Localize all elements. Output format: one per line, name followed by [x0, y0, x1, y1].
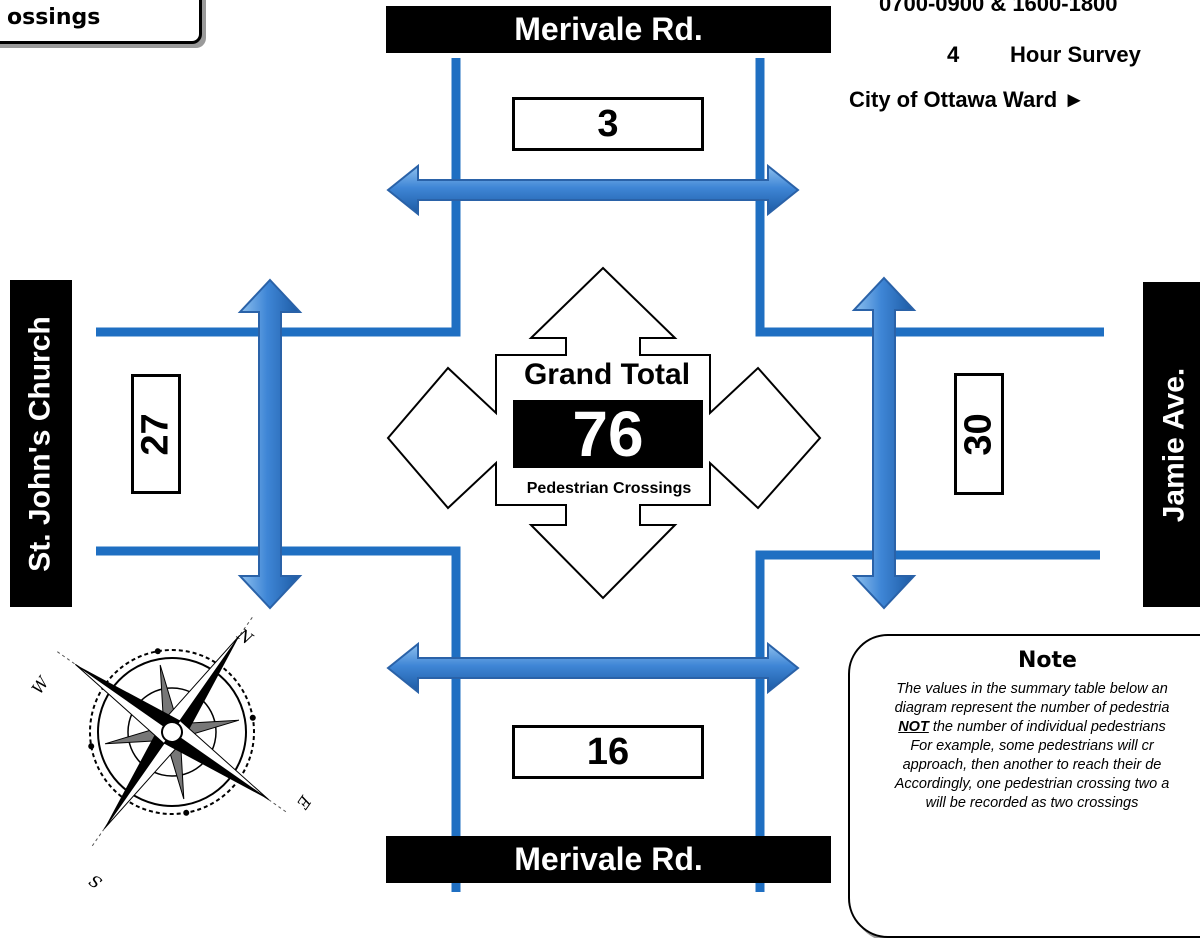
street-north-label: Merivale Rd.: [514, 11, 703, 47]
count-south: 16: [512, 725, 704, 779]
count-west-value: 27: [134, 412, 177, 456]
note-line-3-rest: the number of individual pedestrians: [928, 719, 1166, 735]
count-north-value: 3: [597, 102, 619, 145]
street-west: St. John's Church: [10, 280, 72, 607]
grand-total-value: 76: [572, 398, 644, 470]
street-east: Jamie Ave.: [1143, 282, 1200, 607]
count-west: 27: [131, 374, 181, 494]
street-south: Merivale Rd.: [386, 836, 831, 883]
ward-label: City of Ottawa Ward ►: [849, 87, 1086, 112]
count-east-value: 30: [957, 412, 1000, 456]
east-crossing-arrow: [851, 276, 917, 610]
compass-rose: [57, 617, 287, 847]
note-line-7: will be recorded as two crossings: [925, 795, 1139, 811]
road-line-nw: [96, 58, 461, 337]
note-line-2: diagram represent the number of pedestri…: [894, 700, 1170, 716]
survey-hours-text: 0700-0900 & 1600-1800: [879, 0, 1118, 16]
grand-total-label: Grand Total: [523, 358, 691, 391]
note-line-6: Accordingly, one pedestrian crossing two…: [894, 776, 1170, 792]
survey-hours-count: 4: [947, 42, 960, 67]
street-east-label: Jamie Ave.: [1157, 367, 1191, 522]
south-crossing-arrow: [386, 641, 800, 695]
note-line-3: NOT the number of individual pedestrians: [852, 718, 1200, 737]
note-title: Note: [1018, 648, 1077, 673]
title-box: ossings: [0, 0, 202, 44]
street-west-label: St. John's Church: [24, 315, 58, 572]
note-emphasis: NOT: [898, 719, 929, 735]
street-north: Merivale Rd.: [386, 6, 831, 53]
note-line-5: approach, then another to reach their de: [902, 757, 1162, 773]
count-south-value: 16: [586, 730, 630, 773]
west-crossing-arrow: [237, 278, 303, 610]
title-text: ossings: [7, 5, 101, 30]
survey-label: Hour Survey: [1010, 42, 1141, 67]
grand-total-sublabel: Pedestrian Crossings: [526, 480, 692, 497]
road-lines: [96, 58, 1104, 892]
road-line-se: [755, 550, 1100, 892]
grand-total-value-box: 76: [513, 398, 703, 470]
road-line-ne: [755, 58, 1104, 337]
street-south-label: Merivale Rd.: [514, 841, 703, 877]
note-box: [848, 634, 1200, 938]
note-line-4: For example, some pedestrians will cr: [910, 738, 1154, 754]
count-north: 3: [512, 97, 704, 151]
north-crossing-arrow: [386, 163, 800, 217]
count-east: 30: [954, 373, 1004, 495]
note-line-1: The values in the summary table below an: [896, 681, 1168, 697]
road-line-sw: [96, 546, 461, 892]
note-text: The values in the summary table below an…: [852, 680, 1200, 813]
